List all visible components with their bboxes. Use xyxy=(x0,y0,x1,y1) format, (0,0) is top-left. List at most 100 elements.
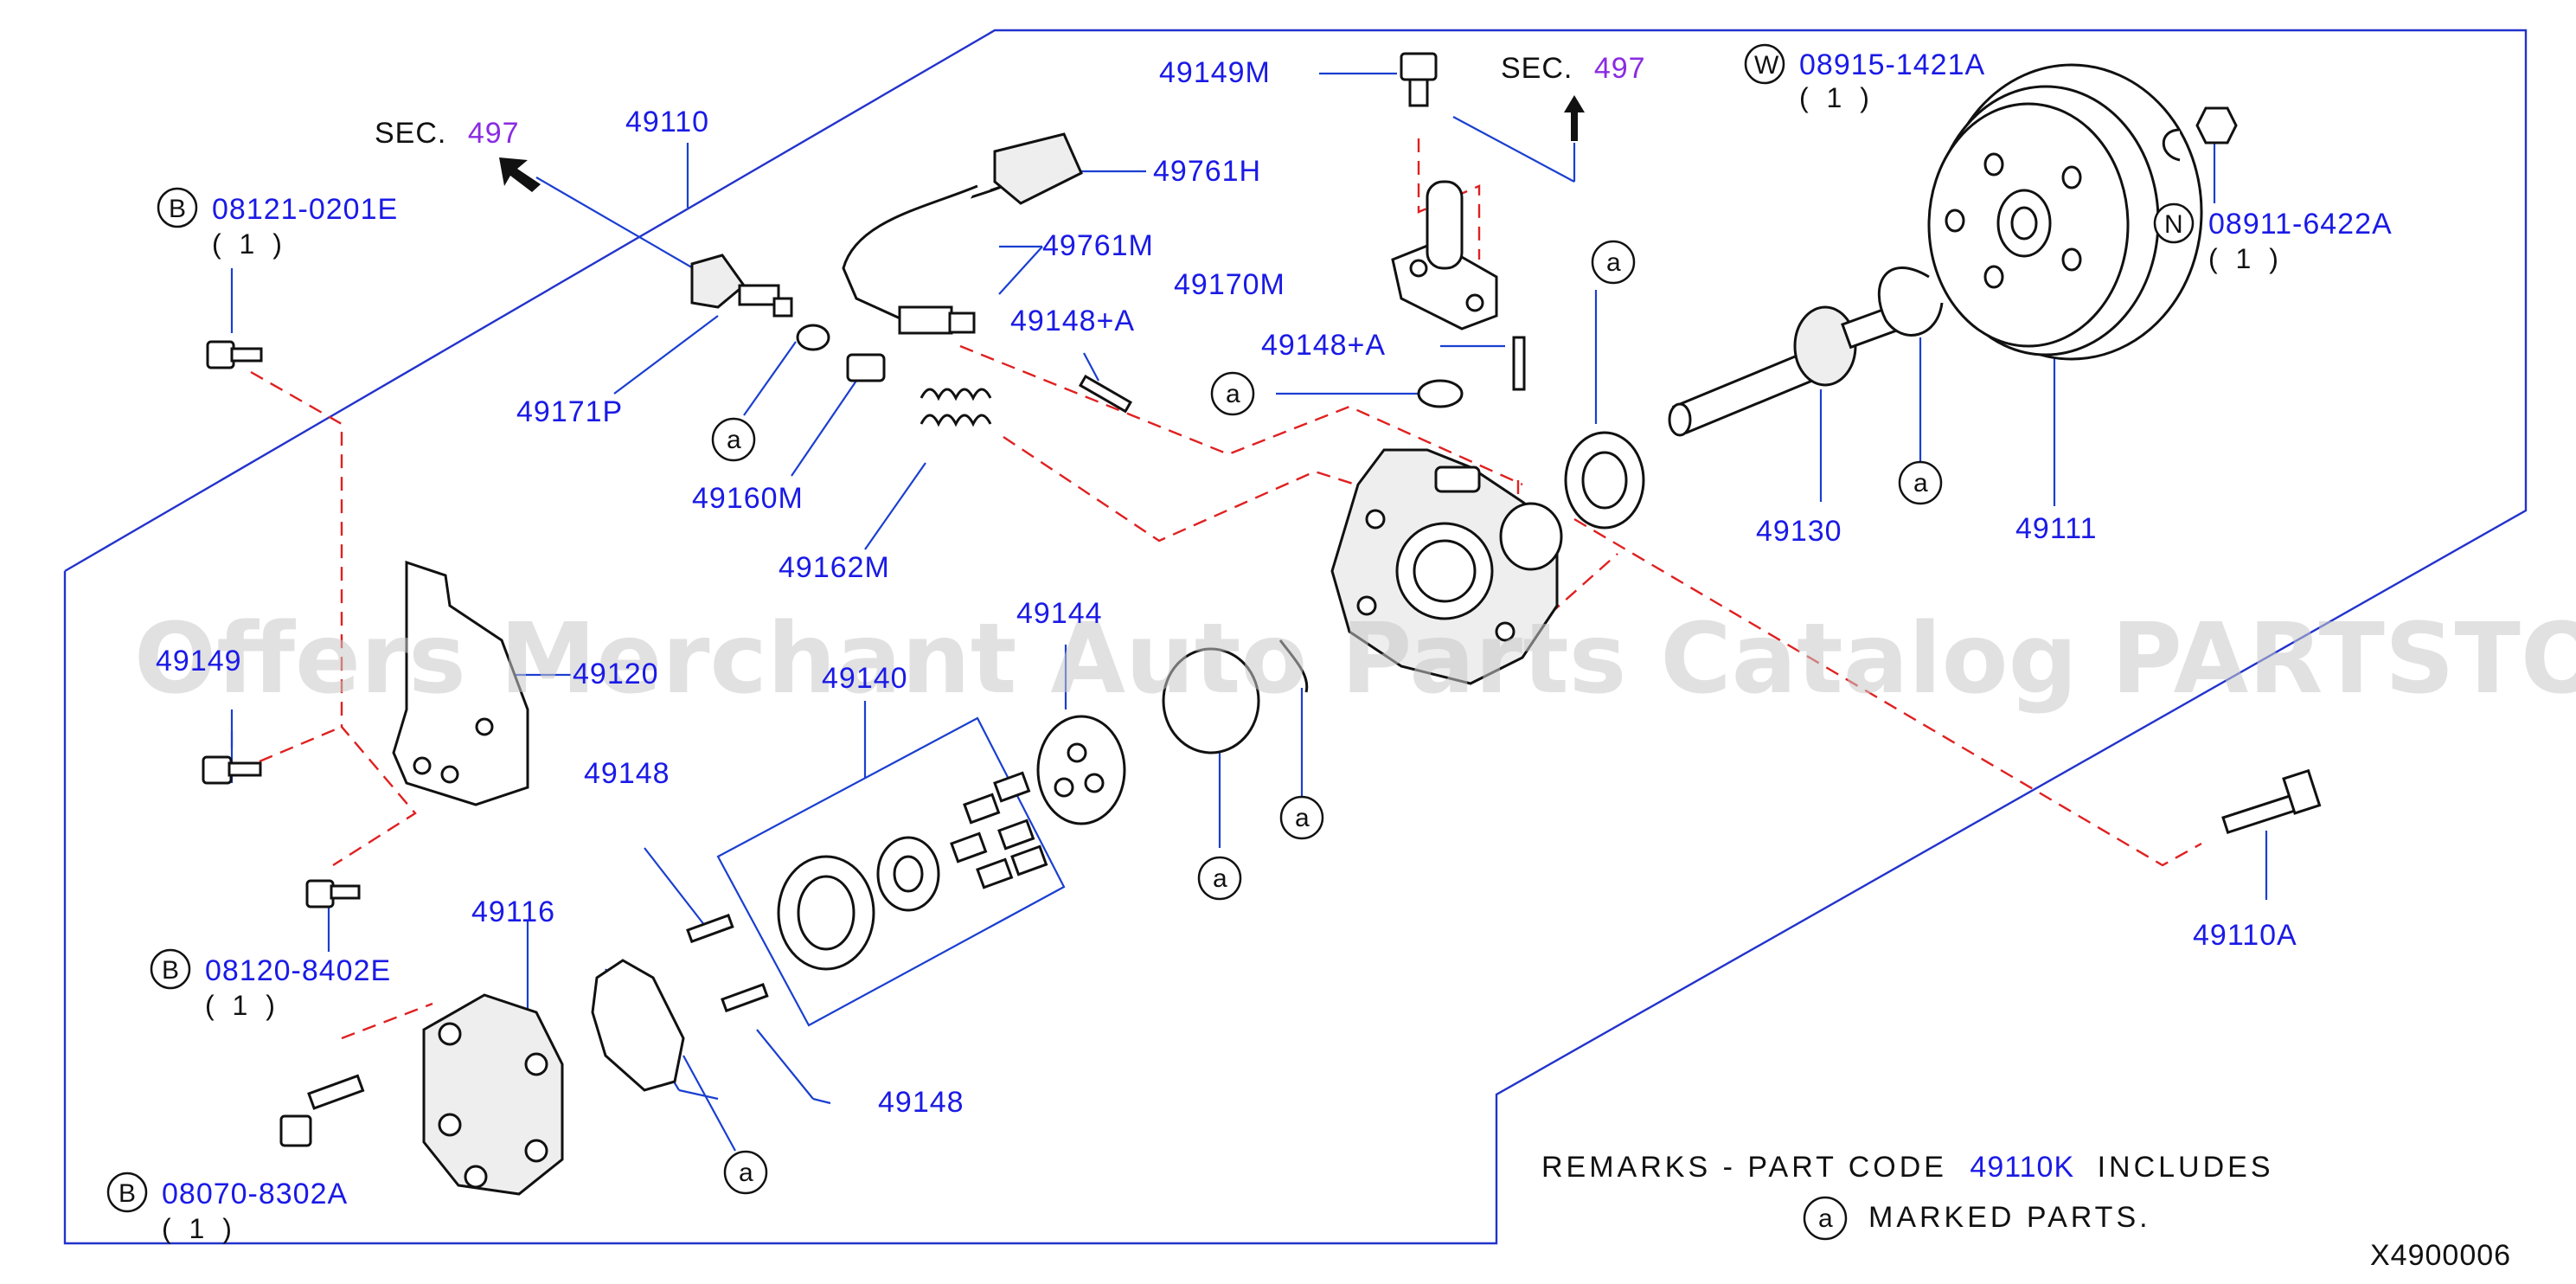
marker-a-2: a xyxy=(1210,371,1255,416)
hose-49761H-icon xyxy=(842,132,1083,335)
label-49110[interactable]: 49110 xyxy=(625,106,709,138)
sec-arrow-left-icon xyxy=(499,157,541,192)
svg-text:a: a xyxy=(1606,248,1621,277)
svg-text:( 1 ): ( 1 ) xyxy=(162,1213,237,1244)
o-ring-icon xyxy=(796,324,830,351)
o-ring-part-icon xyxy=(1278,639,1309,693)
svg-text:08915-1421A: 08915-1421A xyxy=(1799,48,1985,81)
leader-lines xyxy=(230,72,2268,1152)
bolt-49149M-icon xyxy=(1400,52,1438,107)
std-part-08911[interactable]: N 08911-6422A ( 1 ) xyxy=(2153,202,2393,274)
svg-text:( 1 ): ( 1 ) xyxy=(205,990,280,1021)
bolt-08070-icon xyxy=(279,1074,365,1147)
marker-a-5: a xyxy=(1279,795,1324,840)
pin-49148A-1-icon xyxy=(1078,374,1133,414)
svg-text:a: a xyxy=(1913,469,1928,498)
svg-text:08121-0201E: 08121-0201E xyxy=(212,193,398,226)
cam-ring-icon xyxy=(777,855,875,971)
pin-49148-bottom-icon xyxy=(721,982,769,1013)
svg-text:MARKED PARTS.: MARKED PARTS. xyxy=(1868,1201,2151,1234)
svg-text:W: W xyxy=(1754,51,1779,80)
svg-text:N: N xyxy=(2164,210,2183,239)
connector-49171P-icon xyxy=(690,254,793,318)
label-49116[interactable]: 49116 xyxy=(471,896,555,928)
o-ring-large-icon xyxy=(1162,647,1260,754)
pin-49148-top-icon xyxy=(686,913,734,944)
svg-text:08911-6422A: 08911-6422A xyxy=(2208,208,2393,241)
sec-arrow-right-icon xyxy=(1564,95,1585,141)
label-49140[interactable]: 49140 xyxy=(822,662,908,695)
sec-ref-right: SEC. 497 xyxy=(1501,52,1646,85)
svg-text:a: a xyxy=(1818,1204,1833,1233)
std-part-08120[interactable]: B 08120-8402E ( 1 ) xyxy=(150,948,391,1021)
label-49149[interactable]: 49149 xyxy=(156,645,242,677)
bolt-49149-icon xyxy=(202,755,262,785)
pulley-49111-icon xyxy=(1927,63,2203,361)
marker-a-7: a xyxy=(723,1150,768,1195)
label-49144[interactable]: 49144 xyxy=(1016,597,1103,630)
svg-text:a: a xyxy=(1295,804,1310,832)
washer-08915-icon xyxy=(2162,128,2181,162)
pump-body-49110-icon xyxy=(1330,448,1563,685)
label-49148A-2[interactable]: 49148+A xyxy=(1261,329,1386,362)
fitting-49170M-icon xyxy=(1391,180,1498,331)
label-49761M[interactable]: 49761M xyxy=(1042,229,1154,262)
remarks-line-2: a MARKED PARTS. xyxy=(1803,1196,2151,1241)
label-49170M[interactable]: 49170M xyxy=(1174,268,1285,301)
std-part-08121[interactable]: B 08121-0201E ( 1 ) xyxy=(157,187,398,260)
spring-49162M-icon xyxy=(920,388,992,427)
label-49148-top[interactable]: 49148 xyxy=(584,757,670,790)
label-49148A-1[interactable]: 49148+A xyxy=(1010,305,1135,337)
pressure-plate-49144-icon xyxy=(1036,715,1126,825)
label-49149M[interactable]: 49149M xyxy=(1159,56,1271,89)
label-49130[interactable]: 49130 xyxy=(1756,515,1842,548)
shaft-49130-icon xyxy=(1668,305,1901,437)
rotor-icon xyxy=(876,836,940,912)
svg-text:B: B xyxy=(169,195,186,223)
svg-text:( 1 ): ( 1 ) xyxy=(212,228,287,260)
o-ring-small-icon xyxy=(1417,379,1464,408)
oil-seal-icon xyxy=(1564,431,1645,530)
marker-a-4: a xyxy=(1898,460,1943,505)
vanes-icon xyxy=(950,771,1048,889)
bolt-08120-icon xyxy=(305,879,361,908)
diagram-code: X4900006 xyxy=(2370,1239,2511,1272)
label-49148-bottom[interactable]: 49148 xyxy=(878,1086,964,1119)
marker-a-6: a xyxy=(1197,856,1242,901)
svg-text:08070-8302A: 08070-8302A xyxy=(162,1178,348,1210)
gasket-icon xyxy=(591,959,685,1092)
valve-49160M-icon xyxy=(846,353,886,382)
watermark: Offers Merchant Auto Parts Catalog PARTS… xyxy=(134,603,2576,716)
bolt-49110A-icon xyxy=(2221,768,2322,835)
pin-49148A-2-icon xyxy=(1512,336,1526,391)
svg-text:08120-8402E: 08120-8402E xyxy=(205,954,391,987)
snap-ring-icon xyxy=(1877,266,1944,337)
label-49111[interactable]: 49111 xyxy=(2015,512,2098,545)
svg-text:B: B xyxy=(162,956,179,985)
label-49171P[interactable]: 49171P xyxy=(516,395,623,428)
bolt-08121-icon xyxy=(206,340,263,369)
svg-text:( 1 ): ( 1 ) xyxy=(1799,82,1874,113)
kit-49140-box xyxy=(716,716,1066,1027)
sec-ref-left: SEC. 497 xyxy=(375,117,520,150)
svg-text:a: a xyxy=(1226,380,1240,408)
marker-a-1: a xyxy=(711,417,756,462)
marker-a-3: a xyxy=(1591,240,1636,285)
label-49761H[interactable]: 49761H xyxy=(1153,155,1261,188)
bracket-49120-icon xyxy=(392,560,529,806)
label-49162M[interactable]: 49162M xyxy=(779,551,890,584)
svg-text:( 1 ): ( 1 ) xyxy=(2208,243,2284,274)
svg-text:a: a xyxy=(739,1159,753,1187)
nut-08911-icon xyxy=(2195,106,2238,144)
std-part-08070[interactable]: B 08070-8302A ( 1 ) xyxy=(106,1172,348,1244)
remarks-line-1: REMARKS - PART CODE 49110K INCLUDES xyxy=(1541,1151,2274,1184)
label-49120[interactable]: 49120 xyxy=(573,658,659,690)
cover-49116-icon xyxy=(422,993,564,1196)
label-49110A[interactable]: 49110A xyxy=(2193,919,2297,952)
svg-text:a: a xyxy=(1213,864,1227,893)
svg-text:a: a xyxy=(727,426,741,454)
diagram-frame xyxy=(63,29,2528,1245)
label-49160M[interactable]: 49160M xyxy=(692,482,804,515)
std-part-08915[interactable]: W 08915-1421A ( 1 ) xyxy=(1744,43,1985,113)
